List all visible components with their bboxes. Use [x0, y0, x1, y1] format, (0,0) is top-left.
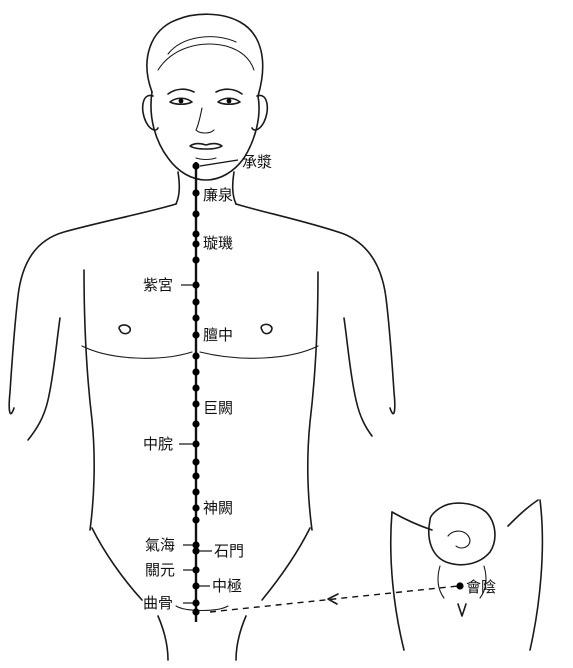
acupoint-dot — [192, 368, 199, 375]
acupoint-dot — [192, 331, 199, 338]
perineum-detail-icon — [391, 500, 543, 650]
acupoint-dot — [192, 608, 199, 615]
acupoint-dot — [192, 400, 199, 407]
acupoint-dot — [192, 516, 199, 523]
acupoint-dot — [192, 488, 199, 495]
acupoint-dot — [192, 504, 199, 511]
acupoint-dot — [192, 162, 199, 169]
label-zhongji: 中極 — [212, 577, 242, 595]
label-qugu: 曲骨 — [143, 594, 173, 612]
label-leaders — [179, 160, 238, 603]
acupoint-dot — [192, 472, 199, 479]
acupoint-dot — [192, 256, 199, 263]
acupoint-dot — [192, 189, 199, 196]
acupoint-dot — [192, 240, 199, 247]
acupoint-dot — [192, 458, 199, 465]
label-zhongwan: 中脘 — [143, 435, 173, 453]
acupoint-dot — [192, 314, 199, 321]
label-qihai: 氣海 — [145, 536, 175, 554]
label-huiyin: 會陰 — [466, 578, 496, 596]
label-juque: 巨闕 — [203, 399, 233, 417]
label-guanyuan: 關元 — [145, 561, 175, 579]
label-danzhong: 膻中 — [203, 326, 233, 344]
acupoint-dot — [192, 420, 199, 427]
label-zigong: 紫宮 — [143, 276, 173, 294]
human-torso-icon — [9, 14, 395, 660]
dashed-arrow-icon — [210, 582, 464, 612]
acupoint-dot — [192, 210, 199, 217]
label-shimen: 石門 — [214, 542, 244, 560]
acupoint-dot — [192, 384, 199, 391]
label-shenque: 神闕 — [203, 499, 233, 517]
acupoint-dot — [192, 352, 199, 359]
label-xuanji: 璇璣 — [203, 234, 233, 252]
label-chengjiang: 承漿 — [242, 153, 272, 171]
acupoint-dot — [192, 298, 199, 305]
acupoint-dot — [192, 230, 199, 237]
label-lianquan: 廉泉 — [203, 186, 233, 204]
